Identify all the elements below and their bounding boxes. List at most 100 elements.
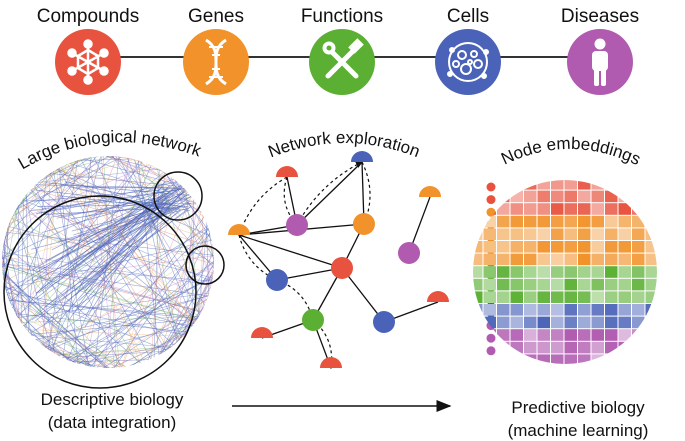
network-edge [68, 274, 214, 361]
network-edge [10, 159, 80, 221]
embedding-cell [618, 329, 631, 341]
embedding-cell [537, 316, 550, 329]
embedding-cell [564, 228, 577, 240]
embedding-dot [486, 207, 496, 217]
embedding-cell [618, 215, 631, 228]
network-edge [15, 313, 188, 333]
network-edge [114, 228, 209, 368]
network-edge [46, 195, 193, 290]
embedding-cell [605, 180, 618, 190]
embedding-cell [524, 354, 537, 364]
embedding-cell [632, 203, 645, 215]
embedding-cell [591, 354, 604, 364]
embedding-cell [564, 253, 577, 266]
embedding-cell [473, 203, 483, 215]
embedding-cell [578, 203, 591, 215]
embedding-cell [551, 291, 564, 303]
embedding-cell [537, 278, 550, 291]
network-edge [84, 183, 192, 292]
network-edge [28, 191, 206, 304]
embedding-cell [591, 203, 604, 215]
random-walk-arrow [283, 176, 298, 226]
network-edge [132, 322, 196, 366]
network-edge [2, 267, 197, 321]
network-edge [2, 254, 202, 313]
embedding-cell [483, 228, 496, 240]
embedding-cell [551, 241, 564, 253]
embedding-cell [605, 329, 618, 341]
exploration-node [419, 186, 441, 197]
network-edge [15, 156, 123, 210]
network-edge [2, 264, 191, 329]
embedding-cell [510, 316, 523, 329]
network-edge [78, 156, 92, 161]
tools-icon [322, 38, 364, 79]
embedding-cell [632, 266, 645, 278]
embedding-cell [473, 190, 483, 203]
network-edge [160, 263, 214, 355]
network-edge [191, 199, 195, 327]
network-edge [42, 173, 51, 346]
network-edge [6, 232, 214, 256]
network-edge [74, 185, 170, 292]
embedding-cell [591, 215, 604, 228]
embedding-cell [473, 228, 483, 240]
exploration-graph [228, 151, 449, 370]
embeddings-title: Node embeddings [498, 134, 643, 169]
embedding-cell [605, 341, 618, 354]
network-edge [2, 178, 174, 259]
embedding-cell [645, 341, 657, 354]
network-edge [53, 171, 90, 367]
network-edge [37, 168, 159, 183]
embedding-cell [605, 241, 618, 253]
network-edge [74, 205, 172, 313]
cells-icon [447, 42, 489, 82]
embedding-dot [486, 195, 496, 205]
network-edge [171, 205, 198, 347]
exploration-node [286, 214, 308, 236]
embedding-cell [578, 329, 591, 341]
embedding-cell [473, 253, 483, 266]
network-edge [202, 243, 213, 311]
embedding-cell [632, 291, 645, 303]
embedding-cell [632, 180, 645, 190]
embedding-cell [591, 329, 604, 341]
embedding-cell [473, 341, 483, 354]
network-edge [208, 229, 214, 264]
network-edge [73, 196, 191, 236]
embedding-cell [618, 341, 631, 354]
embedding-cell [510, 266, 523, 278]
network-edge [69, 180, 166, 320]
network-edge [77, 343, 176, 364]
caption-predictive-subtitle: (machine learning) [508, 421, 649, 440]
network-edge [50, 160, 140, 352]
embedding-cell [524, 215, 537, 228]
embedding-cell [645, 316, 657, 329]
network-edge [106, 156, 163, 172]
embedding-cell [551, 316, 564, 329]
network-edge [51, 193, 166, 251]
embedding-cell [497, 228, 510, 240]
embedding-cell [618, 190, 631, 203]
embedding-cell [645, 329, 657, 341]
embedding-cell [632, 354, 645, 364]
embedding-cell [632, 316, 645, 329]
network-edge [30, 189, 139, 364]
embedding-cell [591, 341, 604, 354]
network-hairball [2, 156, 214, 368]
exploration-node [266, 269, 288, 291]
embedding-heatmap [473, 180, 657, 364]
embedding-cell [551, 203, 564, 215]
embedding-cell [564, 354, 577, 364]
network-edge [26, 329, 184, 337]
embedding-cell [591, 278, 604, 291]
embedding-cell [578, 316, 591, 329]
embedding-cell [537, 291, 550, 303]
embedding-cell [645, 241, 657, 253]
network-edge [116, 156, 142, 162]
network-edge [60, 200, 169, 279]
embedding-cell [473, 354, 483, 364]
embedding-cell [473, 329, 483, 341]
embedding-cell [618, 180, 631, 190]
embedding-cell [524, 278, 537, 291]
